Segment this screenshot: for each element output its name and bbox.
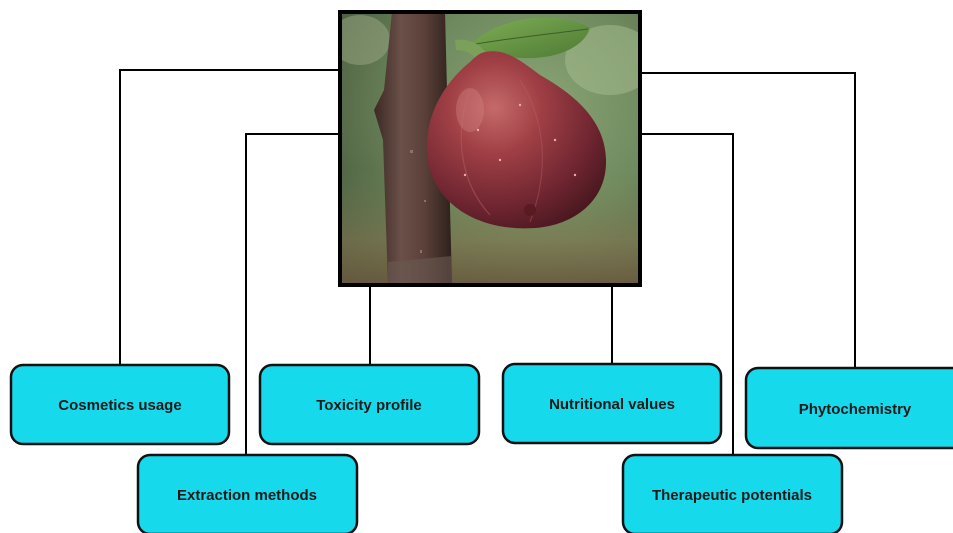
connector-phytochemistry (640, 72, 856, 368)
node-box (744, 366, 953, 450)
connector-extraction (245, 133, 340, 455)
fig-photo (338, 10, 642, 287)
photo-frame (338, 10, 642, 287)
node-label: Phytochemistry (799, 401, 912, 418)
node-box (9, 363, 231, 446)
branch (374, 12, 452, 285)
node-toxicity: Toxicity profile (258, 363, 481, 446)
node-extraction: Extraction methods (136, 453, 359, 533)
node-phytochemistry: Phytochemistry (744, 366, 953, 450)
node-label: Nutritional values (549, 396, 675, 413)
node-cosmetics: Cosmetics usage (9, 363, 231, 446)
connector-therapeutic (640, 133, 734, 455)
connector-cosmetics (119, 69, 340, 365)
node-nutritional: Nutritional values (501, 362, 723, 445)
node-box (258, 363, 481, 446)
node-label: Therapeutic potentials (652, 487, 812, 504)
node-box (621, 453, 844, 533)
node-box (501, 362, 723, 445)
leaf (470, 17, 590, 59)
connector-lines (119, 69, 856, 455)
node-label: Toxicity profile (316, 397, 422, 414)
node-label: Extraction methods (177, 487, 317, 504)
fig-fruit (426, 51, 607, 229)
node-label: Cosmetics usage (58, 397, 181, 414)
node-therapeutic: Therapeutic potentials (621, 453, 844, 533)
node-box (136, 453, 359, 533)
